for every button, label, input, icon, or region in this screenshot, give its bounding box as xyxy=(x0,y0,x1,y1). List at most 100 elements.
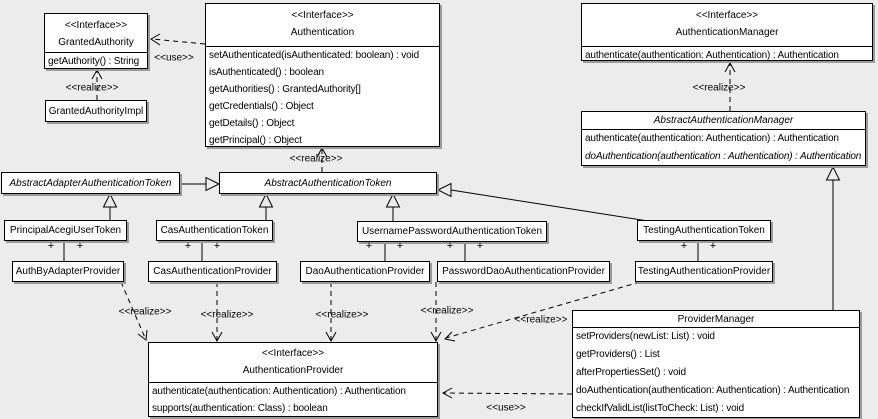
class-name: AuthByAdapterProvider xyxy=(15,266,121,277)
class-name: AbstractAuthenticationManager xyxy=(653,115,794,126)
method: isAuthenticated() : boolean xyxy=(209,67,324,78)
class-title: ProviderManager xyxy=(573,311,859,327)
class-name: UsernamePasswordAuthenticationToken xyxy=(361,226,543,237)
class-principal-acegi-user-token[interactable]: PrincipalAcegiUserToken xyxy=(4,220,127,241)
method: afterPropertiesSet() : void xyxy=(576,367,686,378)
class-name: Authentication xyxy=(290,27,355,38)
class-name: PrincipalAcegiUserToken xyxy=(9,225,122,236)
class-abstract-authentication-manager[interactable]: AbstractAuthenticationManager authentica… xyxy=(581,111,866,166)
use-arrowhead-authenticationprovider xyxy=(441,387,453,399)
realize-label-testingauthenticationprovider: <<realize>> xyxy=(514,314,568,326)
class-granted-authority[interactable]: <<Interface>> GrantedAuthority getAuthor… xyxy=(44,13,148,69)
triangle-head-abstracttoken-cas xyxy=(258,192,274,208)
realize-edge-authbyadapterprovider xyxy=(120,281,147,341)
method: checkIfValidList(listToCheck: List) : vo… xyxy=(576,403,745,414)
realize-label-grantedauthorityimpl: <<realize>> xyxy=(65,82,119,94)
realize-arrowhead-authentication xyxy=(316,146,328,158)
method: authenticate(authentication: Authenticat… xyxy=(585,133,839,144)
association-plus: + xyxy=(213,240,221,252)
methods-compartment: authenticate(authentication: Authenticat… xyxy=(582,46,872,64)
realize-arrowhead-authprovider-2 xyxy=(211,331,223,343)
method-abstract: doAuthentication(authentication : Authen… xyxy=(585,151,862,162)
method: doAuthentication(authentication: Authent… xyxy=(576,385,850,396)
class-title: <<Interface>> AuthenticationProvider xyxy=(149,343,437,382)
realize-label-passworddaoauthenticationprovider: <<realize>> xyxy=(420,305,474,317)
class-abstract-adapter-authentication-token[interactable]: AbstractAdapterAuthenticationToken xyxy=(1,172,180,194)
association-plus: + xyxy=(396,240,404,252)
class-name: AuthenticationManager xyxy=(675,27,779,38)
class-testing-authentication-token[interactable]: TestingAuthenticationToken xyxy=(637,220,771,241)
association-plus: + xyxy=(76,240,84,252)
use-label-grantedauthority: <<use>> xyxy=(154,52,194,64)
realize-arrowhead-authenticationmanager xyxy=(724,61,736,73)
class-password-dao-authentication-provider[interactable]: PasswordDaoAuthenticationProvider xyxy=(437,261,610,282)
class-name: ProviderManager xyxy=(677,314,755,325)
methods-compartment: setProviders(newList: List) : void getPr… xyxy=(573,327,859,418)
triangle-head-abstracttoken-username xyxy=(385,192,401,208)
class-name: GrantedAuthority xyxy=(58,37,134,48)
method: getProviders() : List xyxy=(576,349,660,360)
realize-arrowhead-authprovider-5 xyxy=(443,331,456,342)
class-username-password-authentication-token[interactable]: UsernamePasswordAuthenticationToken xyxy=(357,221,547,242)
association-plus: + xyxy=(184,240,192,252)
stereotype-label: <<Interface>> xyxy=(291,10,354,21)
association-plus: + xyxy=(446,240,454,252)
stereotype-label: <<Interface>> xyxy=(64,20,128,31)
class-abstract-authentication-token[interactable]: AbstractAuthenticationToken xyxy=(219,172,437,194)
class-name: DaoAuthenticationProvider xyxy=(305,266,425,277)
use-label-providermanager: <<use>> xyxy=(486,402,526,414)
method: getDetails() : Object xyxy=(209,118,295,129)
use-arrowhead-grantedauthority xyxy=(150,33,161,46)
class-cas-authentication-token[interactable]: CasAuthenticationToken xyxy=(156,220,273,241)
class-name: AuthenticationProvider xyxy=(242,365,344,376)
class-name: CasAuthenticationToken xyxy=(160,225,269,236)
methods-compartment: authenticate(authentication: Authenticat… xyxy=(149,382,437,417)
triangle-head-abstracttoken-right xyxy=(436,182,452,198)
class-auth-by-adapter-provider[interactable]: AuthByAdapterProvider xyxy=(12,261,124,282)
class-name: TestingAuthenticationToken xyxy=(643,225,765,236)
realize-label-authbyadapterprovider: <<realize>> xyxy=(118,306,172,318)
class-dao-authentication-provider[interactable]: DaoAuthenticationProvider xyxy=(300,261,430,282)
association-plus: + xyxy=(476,240,484,252)
association-plus: + xyxy=(709,240,717,252)
generalization-edge-testingtoken xyxy=(450,189,649,222)
class-authentication-provider[interactable]: <<Interface>> AuthenticationProvider aut… xyxy=(148,342,438,417)
class-title: AbstractAuthenticationManager xyxy=(582,112,865,129)
class-provider-manager[interactable]: ProviderManager setProviders(newList: Li… xyxy=(572,310,860,418)
realize-edge-testingauthenticationprovider xyxy=(445,281,641,339)
class-name: PasswordDaoAuthenticationProvider xyxy=(442,266,605,277)
method: getCredentials() : Object xyxy=(209,101,314,112)
method: authenticate(authentication: Authenticat… xyxy=(585,50,839,61)
realize-arrowhead-authprovider-1 xyxy=(137,329,148,341)
association-plus: + xyxy=(47,240,55,252)
method: getAuthority() : String xyxy=(48,56,140,67)
method: setAuthenticated(isAuthenticated: boolea… xyxy=(209,50,420,61)
class-authentication-manager[interactable]: <<Interface>> AuthenticationManager auth… xyxy=(581,3,873,61)
class-title: <<Interface>> Authentication xyxy=(206,4,439,46)
method: getPrincipal() : Object xyxy=(209,135,302,146)
method: supports(authentication: Class) : boolea… xyxy=(152,403,328,414)
class-testing-authentication-provider[interactable]: TestingAuthenticationProvider xyxy=(635,261,773,282)
class-name: AbstractAdapterAuthenticationToken xyxy=(9,177,172,189)
class-cas-authentication-provider[interactable]: CasAuthenticationProvider xyxy=(148,261,277,282)
stereotype-label: <<Interface>> xyxy=(261,348,325,359)
methods-compartment: getAuthority() : String xyxy=(45,52,147,71)
realize-label-abstractauthenticationtoken: <<realize>> xyxy=(289,153,343,165)
association-plus: + xyxy=(680,240,688,252)
class-name: AbstractAuthenticationToken xyxy=(264,177,392,189)
class-authentication[interactable]: <<Interface>> Authentication setAuthenti… xyxy=(205,3,440,147)
class-title: <<Interface>> GrantedAuthority xyxy=(45,14,147,52)
class-granted-authority-impl[interactable]: GrantedAuthorityImpl xyxy=(45,100,147,122)
realize-arrowhead-grantedauthority xyxy=(91,68,103,80)
association-plus: + xyxy=(365,240,373,252)
method: getAuthorities() : GrantedAuthority[] xyxy=(209,84,361,95)
class-title: <<Interface>> AuthenticationManager xyxy=(582,4,872,46)
use-edge-authentication-grantedauthority xyxy=(151,38,206,45)
triangle-head-abstractauthmanager xyxy=(825,165,841,181)
class-name: CasAuthenticationProvider xyxy=(153,266,272,277)
realize-arrowhead-authprovider-3 xyxy=(325,331,337,343)
stereotype-label: <<Interface>> xyxy=(695,10,759,21)
triangle-head-adaptertoken xyxy=(102,192,118,208)
